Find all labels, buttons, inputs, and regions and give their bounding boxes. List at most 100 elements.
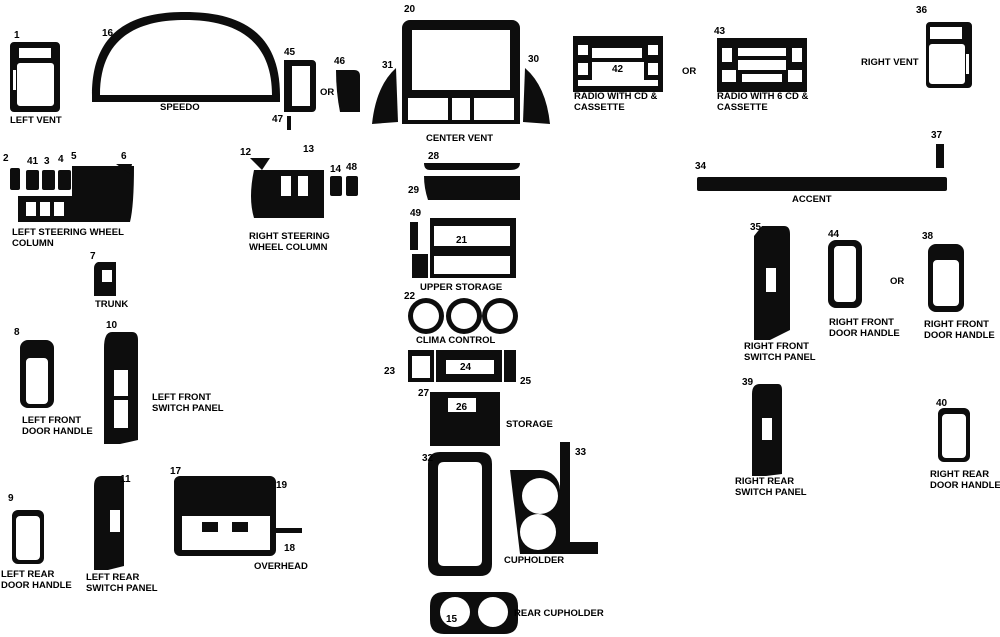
caption-radio-cd-cassette: RADIO WITH CD & CASSETTE <box>574 91 658 113</box>
part-number-1: 1 <box>14 30 20 41</box>
part-number-24: 24 <box>460 362 472 373</box>
part-number-12: 12 <box>240 147 252 158</box>
part-number-17: 17 <box>170 466 182 477</box>
part-number-16: 16 <box>102 28 114 39</box>
overhead-piece <box>174 476 302 556</box>
part-number-44: 44 <box>828 229 840 240</box>
part-number-6: 6 <box>121 151 127 162</box>
part-number-42: 42 <box>612 64 624 75</box>
right-steering-column-pieces <box>250 158 358 218</box>
part-number-37: 37 <box>931 130 943 141</box>
caption-or-2: OR <box>682 66 697 77</box>
part-number-38: 38 <box>922 231 934 242</box>
caption-right-vent: RIGHT VENT <box>861 57 919 68</box>
part-number-20: 20 <box>404 4 416 15</box>
part-number-30: 30 <box>528 54 540 65</box>
part-number-14: 14 <box>330 164 342 175</box>
caption-trunk: TRUNK <box>95 299 129 310</box>
part-number-4: 4 <box>58 154 64 165</box>
part-number-27: 27 <box>418 388 430 399</box>
storage-piece <box>430 392 500 446</box>
part-number-9: 9 <box>8 493 14 504</box>
part-47-piece <box>287 116 291 130</box>
part-number-39: 39 <box>742 377 754 388</box>
part-number-35: 35 <box>750 222 762 233</box>
part-number-32: 32 <box>422 453 434 464</box>
caption-left-steering-column: LEFT STEERING WHEEL COLUMN <box>12 227 124 249</box>
caption-right-front-switch-panel: RIGHT FRONT SWITCH PANEL <box>744 341 816 363</box>
part-28-piece <box>424 163 520 170</box>
radio-cd-cassette-piece <box>573 36 663 92</box>
part-number-5: 5 <box>71 151 77 162</box>
left-steering-column-pieces <box>10 164 134 222</box>
part-37-piece <box>936 144 944 168</box>
part-32-piece <box>428 452 492 576</box>
cupholder-piece <box>510 442 598 554</box>
left-front-switch-panel-piece <box>104 332 138 444</box>
part-number-11: 11 <box>120 474 131 485</box>
accent-piece <box>697 177 947 191</box>
left-rear-switch-panel-piece <box>94 476 124 570</box>
caption-or-3: OR <box>890 276 905 287</box>
caption-overhead: OVERHEAD <box>254 561 308 572</box>
part-number-19: 19 <box>276 480 288 491</box>
part-number-21: 21 <box>456 235 468 246</box>
part-number-25: 25 <box>520 376 532 387</box>
caption-left-rear-door-handle: LEFT REAR DOOR HANDLE <box>1 569 72 591</box>
part-number-48: 48 <box>346 162 358 173</box>
right-front-switch-panel-piece <box>754 226 790 340</box>
caption-cupholder: CUPHOLDER <box>504 555 565 566</box>
caption-left-rear-switch-panel: LEFT REAR SWITCH PANEL <box>86 572 158 594</box>
left-rear-door-handle-piece <box>12 510 44 564</box>
right-front-door-handle-a-piece <box>828 240 862 308</box>
part-45-piece <box>284 60 316 112</box>
part-number-40: 40 <box>936 398 948 409</box>
caption-radio-6cd-cassette: RADIO WITH 6 CD & CASSETTE <box>717 91 809 113</box>
caption-right-steering-column: RIGHT STEERING WHEEL COLUMN <box>249 231 330 253</box>
caption-or-1: OR <box>320 87 335 98</box>
part-29-piece <box>424 176 520 200</box>
caption-left-vent: LEFT VENT <box>10 115 62 126</box>
part-number-10: 10 <box>106 320 118 331</box>
clima-control-piece <box>408 298 518 334</box>
part-30-piece <box>523 68 550 124</box>
caption-right-front-door-handle-a: RIGHT FRONT DOOR HANDLE <box>829 317 900 339</box>
part-46-piece <box>336 70 360 112</box>
part-number-2: 2 <box>3 153 9 164</box>
left-front-door-handle-piece <box>20 340 54 408</box>
left-vent-piece <box>10 42 60 112</box>
part-number-36: 36 <box>916 5 928 16</box>
right-rear-door-handle-piece <box>938 408 970 462</box>
caption-clima-control: CLIMA CONTROL <box>416 335 496 346</box>
center-vent-piece <box>402 20 520 124</box>
rear-cupholder-piece <box>430 592 518 634</box>
right-rear-switch-panel-piece <box>752 384 782 476</box>
part-number-18: 18 <box>284 543 296 554</box>
caption-rear-cupholder: REAR CUPHOLDER <box>514 608 604 619</box>
part-number-28: 28 <box>428 151 440 162</box>
caption-right-front-door-handle-b: RIGHT FRONT DOOR HANDLE <box>924 319 995 341</box>
part-number-46: 46 <box>334 56 346 67</box>
part-number-7: 7 <box>90 251 96 262</box>
part-number-49: 49 <box>410 208 422 219</box>
part-number-33: 33 <box>575 447 587 458</box>
part-number-13: 13 <box>303 144 315 155</box>
caption-right-rear-door-handle: RIGHT REAR DOOR HANDLE <box>930 469 1000 491</box>
part-31-piece <box>372 68 398 124</box>
speedo-piece <box>92 12 280 102</box>
part-number-15: 15 <box>446 614 458 625</box>
caption-storage: STORAGE <box>506 419 553 430</box>
part-number-47: 47 <box>272 114 284 125</box>
part-number-3: 3 <box>44 156 50 167</box>
part-number-41: 41 <box>27 156 39 167</box>
caption-upper-storage: UPPER STORAGE <box>420 282 503 293</box>
right-front-door-handle-b-piece <box>928 244 964 312</box>
trunk-piece <box>93 262 116 296</box>
caption-left-front-door-handle: LEFT FRONT DOOR HANDLE <box>22 415 93 437</box>
right-vent-piece <box>926 22 972 88</box>
caption-right-rear-switch-panel: RIGHT REAR SWITCH PANEL <box>735 476 807 498</box>
caption-speedo: SPEEDO <box>160 102 200 113</box>
radio-6cd-cassette-piece <box>717 38 807 92</box>
